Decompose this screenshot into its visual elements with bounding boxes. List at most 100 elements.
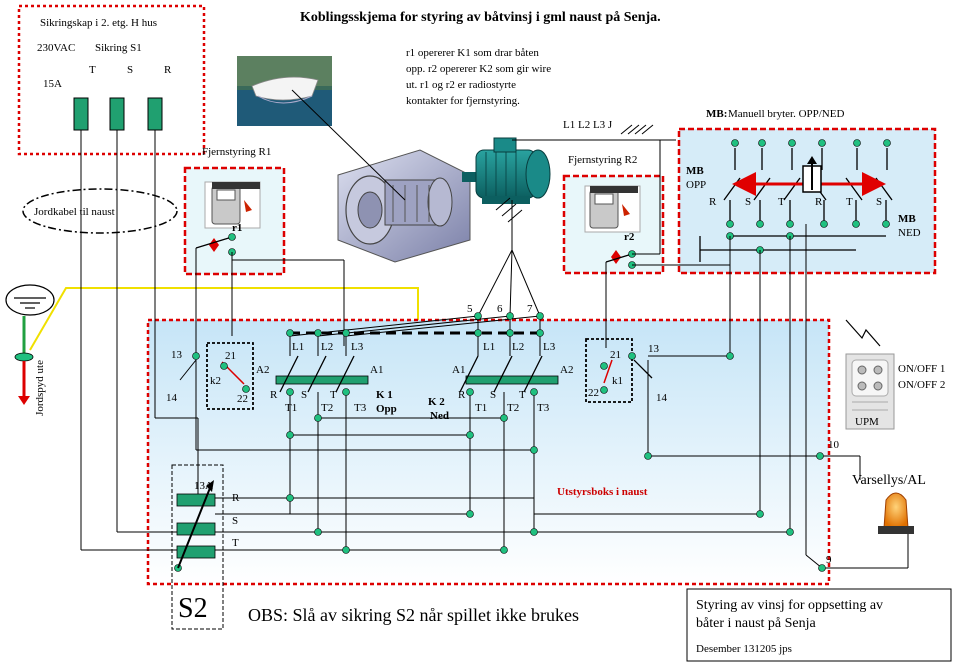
mb-right-t: T <box>846 196 853 208</box>
k2-phase-t: T <box>519 389 526 401</box>
k1-phase-r: R <box>270 389 278 401</box>
remote-r1-device-icon <box>204 181 261 229</box>
wiring <box>80 130 909 569</box>
obs-note: OBS: Slå av sikring S2 når spillet ikke … <box>248 605 579 625</box>
radio-signal-icon <box>845 319 881 347</box>
k1-t1: T1 <box>285 402 297 414</box>
mb-right-s: S <box>876 196 882 208</box>
k1-a1: A1 <box>370 364 383 376</box>
k2-l3: L3 <box>543 341 556 353</box>
mb-right-r: R <box>815 196 823 208</box>
fuse-rating-label: 15A <box>43 78 62 90</box>
s2-phase-r: R <box>232 492 240 504</box>
mb-ned-line2: NED <box>898 227 921 239</box>
sikringskap-box <box>17 4 206 156</box>
mb-opp-line1: MB <box>686 165 704 177</box>
phase-label-r: R <box>164 64 172 76</box>
k1-phase-s: S <box>301 389 307 401</box>
relay-r2-label: r2 <box>624 231 635 243</box>
hold-k1-14: 14 <box>166 392 178 404</box>
motor-image <box>462 137 551 204</box>
upm-on-off-1: ON/OFF 1 <box>898 363 945 375</box>
k1-l1: L1 <box>292 341 304 353</box>
hold-k2-contact <box>633 359 653 379</box>
upm-on-off-2: ON/OFF 2 <box>898 379 945 391</box>
aux-k2-box <box>206 342 254 410</box>
motor-lines-label: L1 L2 L3 J <box>563 119 613 131</box>
description-line1: r1 opererer K1 som drar båten <box>406 47 539 59</box>
k1-t2: T2 <box>321 402 333 414</box>
k1-sub: Opp <box>376 403 397 415</box>
hold-k2-13: 13 <box>648 343 660 355</box>
upm-label: UPM <box>855 416 879 428</box>
phase-label-s: S <box>127 64 133 76</box>
hold-k2-14: 14 <box>656 392 668 404</box>
motor-term-5: 5 <box>467 303 473 315</box>
terminal-10: 10 <box>828 439 840 451</box>
k2-l2: L2 <box>512 341 524 353</box>
fuse-s1-label: Sikring S1 <box>95 42 142 54</box>
varsellys-label: Varsellys/AL <box>852 473 926 488</box>
winch-image <box>337 149 471 263</box>
fuse-s1 <box>73 97 163 131</box>
k2-phase-r: R <box>458 389 466 401</box>
aux-k1-label: k1 <box>612 375 623 387</box>
remote-r2-device-icon <box>584 185 641 233</box>
k2-a1: A1 <box>452 364 465 376</box>
mb-heading-bold: MB: <box>706 108 727 120</box>
description-line3: ut. r1 og r2 er radiostyrte <box>406 79 516 91</box>
aux-k1-box <box>585 338 633 403</box>
footer-box <box>686 588 952 662</box>
upm-remote-icon <box>845 353 895 430</box>
mb-left-r: R <box>709 196 717 208</box>
aux-k2-21: 21 <box>225 350 236 362</box>
mb-left-s: S <box>745 196 751 208</box>
aux-k1-22: 22 <box>588 387 599 399</box>
footer-date: Desember 131205 jps <box>696 643 792 655</box>
jordspyd-label: Jordspyd ute <box>34 360 46 416</box>
relay-r1-label: r1 <box>232 222 242 234</box>
wire-boat-winch <box>291 89 406 201</box>
k1-a2: A2 <box>256 364 269 376</box>
boat-photo <box>237 56 332 126</box>
k2-t1: T1 <box>475 402 487 414</box>
k2-name: K 2 <box>428 396 445 408</box>
k1-l3: L3 <box>351 341 364 353</box>
mb-box <box>677 127 937 275</box>
k1-l2: L2 <box>321 341 333 353</box>
ground-rod <box>5 284 55 405</box>
k2-phase-s: S <box>490 389 496 401</box>
jordkabel-label: Jordkabel til naust <box>34 206 115 218</box>
contactor-k1 <box>275 336 369 393</box>
mb-handle <box>802 156 822 193</box>
motor-term-7: 7 <box>527 303 533 315</box>
s2-phase-s: S <box>232 515 238 527</box>
utstyrsboks-label: Utstyrsboks i naust <box>557 486 648 498</box>
remote-r1-title: Fjernstyring R1 <box>202 146 271 158</box>
s2-name: S2 <box>178 593 208 624</box>
diagram-title: Koblingsskjema for styring av båtvinsj i… <box>300 10 661 25</box>
k2-t3: T3 <box>537 402 550 414</box>
footer-line2: båter i naust på Senja <box>696 616 817 631</box>
utstyrsboks-box <box>146 318 831 586</box>
voltage-label: 230VAC <box>37 42 75 54</box>
description-line2: opp. r2 opererer K2 som gir wire <box>406 63 551 75</box>
terminal-9: 9 <box>826 554 832 566</box>
warning-light-icon <box>878 492 914 534</box>
description-line4: kontakter for fjernstyring. <box>406 95 520 107</box>
aux-k2-22: 22 <box>237 393 248 405</box>
aux-k1-contact <box>603 359 613 384</box>
footer-line1: Styring av vinsj for oppsetting av <box>696 598 883 613</box>
s2-rating: 13A <box>194 480 213 492</box>
k1-phase-t: T <box>330 389 337 401</box>
k2-t2: T2 <box>507 402 519 414</box>
fuse-s2 <box>176 480 216 569</box>
mb-opp-line2: OPP <box>686 179 706 191</box>
mb-heading: Manuell bryter. OPP/NED <box>728 108 844 120</box>
motor-term-6: 6 <box>497 303 503 315</box>
s2-box <box>171 464 224 630</box>
remote-r2-title: Fjernstyring R2 <box>568 154 637 166</box>
k1-name: K 1 <box>376 389 393 401</box>
jordkabel-ellipse <box>22 188 178 234</box>
